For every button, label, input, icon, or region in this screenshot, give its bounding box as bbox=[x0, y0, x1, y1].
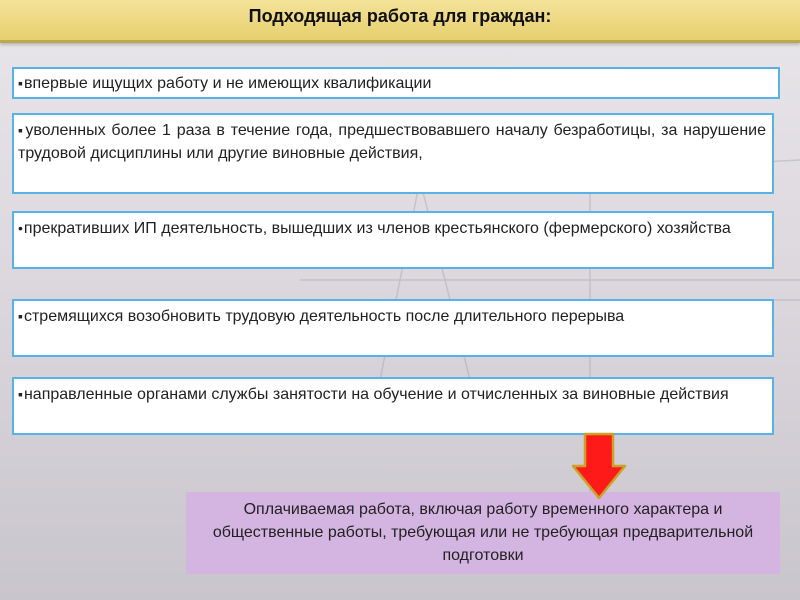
list-item-first-time-seekers: ▪впервые ищущих работу и не имеющих квал… bbox=[12, 67, 780, 99]
bullet-marker: ▪ bbox=[18, 75, 23, 91]
list-item-text: прекративших ИП деятельность, вышедших и… bbox=[23, 220, 731, 237]
list-item-ceased-business: •прекративших ИП деятельность, вышедших … bbox=[12, 211, 774, 269]
result-box: Оплачиваемая работа, включая работу врем… bbox=[186, 492, 780, 574]
title-bar: Подходящая работа для граждан: bbox=[0, 0, 800, 43]
bullet-marker: ▪ bbox=[18, 308, 23, 324]
list-item-text: уволенных более 1 раза в течение года, п… bbox=[18, 122, 766, 162]
list-item-sent-for-training: ▪направленные органами службы занятости … bbox=[12, 377, 774, 435]
result-text: Оплачиваемая работа, включая работу врем… bbox=[212, 501, 754, 564]
list-item-text: стремящихся возобновить трудовую деятель… bbox=[23, 308, 625, 325]
list-item-text: направленные органами службы занятости н… bbox=[23, 386, 729, 403]
page-title: Подходящая работа для граждан: bbox=[248, 6, 552, 26]
bullet-marker: ▪ bbox=[18, 386, 23, 402]
list-item-dismissed: ▪уволенных более 1 раза в течение года, … bbox=[12, 113, 774, 194]
list-item-text: впервые ищущих работу и не имеющих квали… bbox=[23, 75, 432, 92]
bullet-marker: • bbox=[18, 220, 23, 236]
arrow-down-icon bbox=[571, 432, 627, 500]
list-item-resuming-work: ▪стремящихся возобновить трудовую деятел… bbox=[12, 299, 774, 357]
bullet-marker: ▪ bbox=[18, 122, 25, 138]
